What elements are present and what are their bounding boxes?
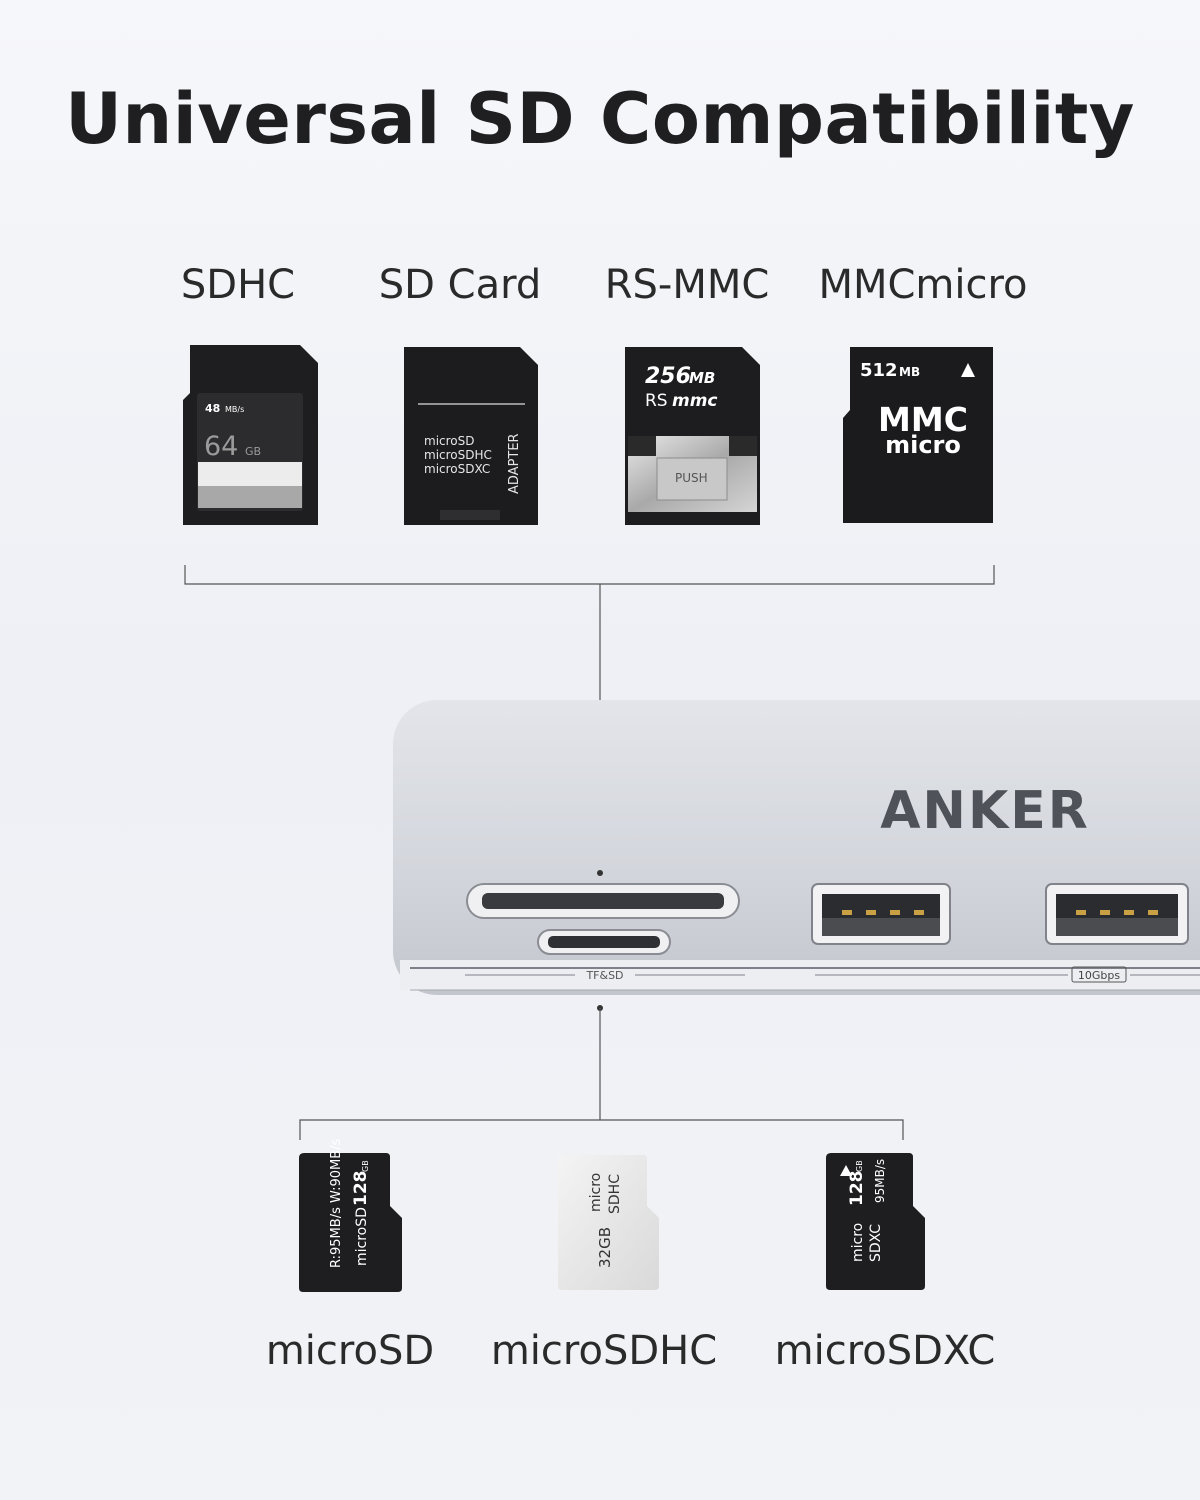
rsmmc-push: PUSH bbox=[675, 471, 708, 485]
sdhc-speed: 48 bbox=[205, 402, 220, 415]
label-rs-mmc: RS-MMC bbox=[604, 262, 770, 308]
label-mmcmicro: MMCmicro bbox=[818, 262, 1028, 308]
page-title: Universal SD Compatibility bbox=[65, 78, 1135, 160]
usb-hub-device: ANKER TF&SD 10 bbox=[393, 700, 1200, 995]
adapter-side-text: ADAPTER bbox=[507, 433, 522, 494]
microsdxc-capacity: 128 bbox=[847, 1171, 867, 1207]
label-microsdhc: microSDHC bbox=[490, 1328, 718, 1374]
microsd-name: microSD bbox=[354, 1207, 370, 1266]
slot-label: TF&SD bbox=[585, 969, 623, 982]
sdhc-capacity-unit: GB bbox=[245, 445, 261, 458]
triangle-icon bbox=[961, 363, 975, 377]
sdhc-card-image: 48 MB/s 64 GB bbox=[183, 345, 318, 525]
rsmmc-unit: MB bbox=[689, 369, 715, 387]
rs-mmc-card-image: 256 MB RS mmc PUSH bbox=[625, 347, 760, 525]
microsdhc-line-1: micro bbox=[588, 1173, 604, 1212]
sdhc-speed-unit: MB/s bbox=[225, 405, 244, 414]
adapter-line-1: microSD bbox=[424, 434, 475, 448]
microsd-card-image: R:95MB/s W:90MB/s microSD 128 GB bbox=[299, 1138, 402, 1292]
sd-adapter-card-image: microSD microSDHC microSDXC ADAPTER bbox=[404, 347, 538, 525]
label-sdhc: SDHC bbox=[180, 262, 296, 308]
usb-port-2 bbox=[1045, 883, 1189, 945]
microsd-unit: GB bbox=[361, 1160, 370, 1172]
microsdhc-line-2: SDHC bbox=[607, 1174, 623, 1214]
microsd-capacity: 128 bbox=[351, 1171, 371, 1207]
label-microsd: microSD bbox=[265, 1328, 435, 1374]
microsdxc-speed: 95MB/s bbox=[873, 1159, 887, 1203]
anker-logo: ANKER bbox=[880, 781, 1090, 841]
adapter-line-3: microSDXC bbox=[424, 462, 490, 476]
label-sd-card: SD Card bbox=[378, 262, 542, 308]
adapter-line-2: microSDHC bbox=[424, 448, 492, 462]
microsd-speeds: R:95MB/s W:90MB/s bbox=[329, 1138, 344, 1268]
rsmmc-brand-rs: RS bbox=[645, 391, 668, 411]
microsdhc-capacity: 32GB bbox=[596, 1227, 614, 1268]
rsmmc-capacity: 256 bbox=[645, 364, 691, 389]
mmcmicro-line-2: micro bbox=[885, 431, 961, 459]
microsdxc-card-image: 128 GB 95MB/s micro SDXC bbox=[826, 1153, 925, 1290]
bottom-bracket bbox=[299, 1008, 904, 1140]
port-speed-label: 10Gbps bbox=[1078, 969, 1120, 982]
microsdxc-line-1: micro bbox=[850, 1223, 866, 1262]
microsdhc-card-image: micro SDHC 32GB bbox=[558, 1155, 659, 1290]
usb-port-1 bbox=[811, 883, 951, 945]
triangle-icon bbox=[840, 1165, 852, 1176]
label-microsdxc: microSDXC bbox=[774, 1328, 996, 1374]
mmcmicro-card-image: 512 MB MMC micro bbox=[843, 347, 993, 523]
microsdxc-line-2: SDXC bbox=[868, 1224, 884, 1262]
mmcmicro-unit: MB bbox=[899, 365, 920, 379]
sdhc-capacity: 64 bbox=[204, 431, 238, 462]
mmcmicro-capacity: 512 bbox=[860, 360, 898, 381]
rsmmc-brand-mmc: mmc bbox=[672, 391, 718, 411]
microsdxc-unit: GB bbox=[855, 1160, 864, 1172]
mmcmicro-line-1: MMC bbox=[878, 400, 968, 439]
